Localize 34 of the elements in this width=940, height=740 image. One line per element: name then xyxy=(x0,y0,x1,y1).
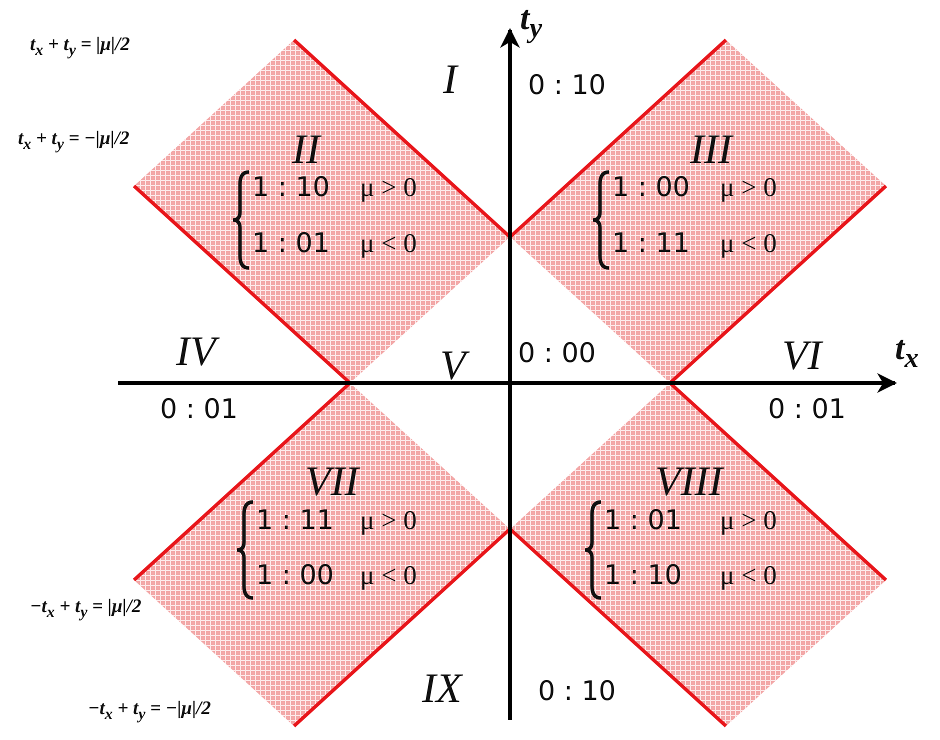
condition: μ < 0 xyxy=(720,560,777,591)
condition: μ > 0 xyxy=(720,172,777,203)
region-code: 0 : 01 xyxy=(160,394,238,425)
region-code: 1 : 01 xyxy=(604,505,682,536)
region-numeral: VIII xyxy=(655,458,723,506)
condition: μ > 0 xyxy=(360,505,417,536)
equation: t$_{x}$ + t$_{y}$ = −|μ|/2 xyxy=(18,128,130,154)
axis-label: t$_{x}$ xyxy=(895,330,919,375)
region-code: 0 : 10 xyxy=(528,70,606,101)
equation: t$_{x}$ + t$_{y}$ = |μ|/2 xyxy=(30,34,130,60)
equation: −t$_{x}$ + t$_{y}$ = |μ|/2 xyxy=(30,596,142,622)
region-numeral: IX xyxy=(422,665,462,713)
condition: μ > 0 xyxy=(720,505,777,536)
region-numeral: III xyxy=(690,126,732,174)
region-code: 0 : 10 xyxy=(538,676,616,707)
condition: μ > 0 xyxy=(360,172,417,203)
region-code: 0 : 01 xyxy=(768,394,846,425)
region-numeral: II xyxy=(292,126,320,174)
region-code: 1 : 10 xyxy=(604,560,682,591)
region-code: 1 : 11 xyxy=(256,505,334,536)
region-code: 1 : 01 xyxy=(252,228,330,259)
region-code: 1 : 00 xyxy=(612,172,690,203)
equation: −t$_{x}$ + t$_{y}$ = −|μ|/2 xyxy=(88,698,211,724)
condition: μ < 0 xyxy=(360,228,417,259)
region-numeral: I xyxy=(443,56,457,104)
region-numeral: VI xyxy=(782,332,822,380)
region-code: 1 : 10 xyxy=(252,172,330,203)
region-code: 1 : 00 xyxy=(256,560,334,591)
condition: μ < 0 xyxy=(360,560,417,591)
region-numeral: VII xyxy=(305,458,359,506)
region-code: 1 : 11 xyxy=(612,228,690,259)
condition: μ < 0 xyxy=(720,228,777,259)
axis-label: t$_{y}$ xyxy=(520,0,542,45)
region-code: 0 : 00 xyxy=(518,338,596,369)
